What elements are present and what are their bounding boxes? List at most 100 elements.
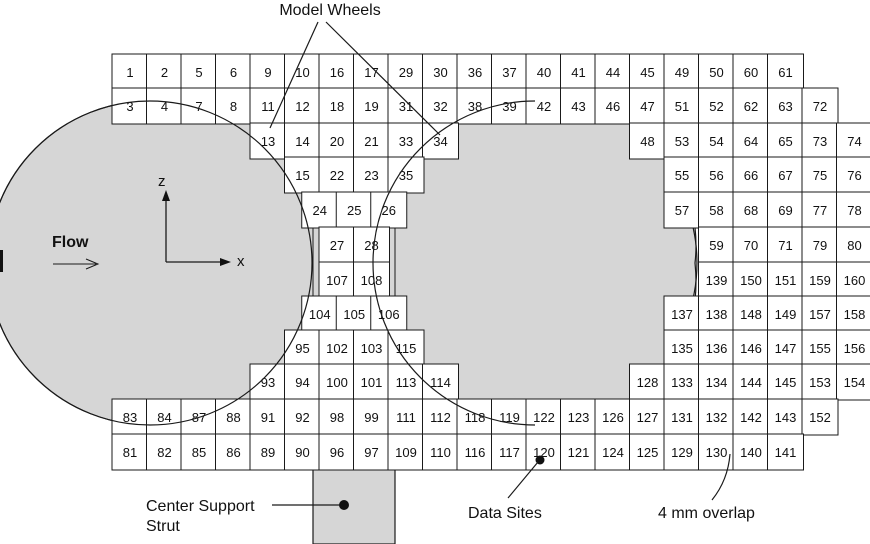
data-site-number: 57 — [675, 203, 689, 218]
data-site-cell-106: 106 — [370, 295, 408, 333]
data-site-cell-110: 110 — [422, 433, 459, 471]
data-site-number: 38 — [468, 99, 482, 114]
data-site-number: 142 — [740, 410, 762, 425]
data-site-box — [801, 156, 839, 194]
data-site-box — [491, 87, 528, 125]
data-site-box — [387, 329, 425, 367]
data-site-number: 138 — [706, 307, 728, 322]
data-site-cell-125: 125 — [629, 433, 666, 471]
left-wheel-left-arc — [0, 100, 151, 426]
data-site-cell-137: 137 — [663, 295, 701, 333]
data-site-cell-65: 65 — [767, 122, 804, 160]
data-site-number: 141 — [775, 445, 797, 460]
data-site-cell-66: 66 — [732, 156, 770, 194]
data-site-number: 71 — [778, 238, 792, 253]
data-site-cell-152: 152 — [801, 398, 839, 436]
data-site-number: 135 — [671, 341, 693, 356]
model-wheels-leader-left — [269, 21, 319, 129]
data-site-number: 117 — [499, 445, 520, 460]
data-site-cell-147: 147 — [767, 329, 804, 367]
data-site-cell-129: 129 — [663, 433, 701, 471]
data-site-cell-141: 141 — [767, 433, 804, 471]
data-site-number: 47 — [640, 99, 654, 114]
data-site-cell-79: 79 — [801, 226, 839, 264]
data-site-box — [284, 87, 321, 125]
data-site-cell-75: 75 — [801, 156, 839, 194]
data-site-cell-63: 63 — [767, 87, 804, 125]
data-site-cell-7: 7 — [180, 87, 218, 125]
data-site-number: 156 — [844, 341, 866, 356]
data-site-box — [663, 295, 701, 333]
data-site-number: 10 — [295, 65, 309, 80]
data-site-number: 54 — [709, 134, 723, 149]
data-site-number: 132 — [706, 410, 728, 425]
data-site-number: 112 — [430, 410, 451, 425]
data-site-number: 69 — [778, 203, 792, 218]
data-site-number: 5 — [195, 65, 202, 80]
data-site-cell-62: 62 — [732, 87, 770, 125]
data-site-cell-155: 155 — [801, 329, 839, 367]
data-site-cell-37: 37 — [491, 53, 528, 91]
data-site-number: 46 — [606, 99, 620, 114]
data-site-number: 119 — [499, 410, 520, 425]
data-site-cell-117: 117 — [491, 433, 528, 471]
data-site-box — [318, 87, 356, 125]
data-site-cell-90: 90 — [284, 433, 321, 471]
data-site-number: 123 — [568, 410, 590, 425]
data-sites-label: Data Sites — [468, 505, 542, 522]
data-site-box — [767, 398, 804, 436]
data-site-number: 44 — [606, 65, 620, 80]
data-site-cell-120: 120 — [525, 433, 563, 471]
data-site-number: 17 — [364, 65, 378, 80]
data-site-box — [767, 295, 804, 333]
data-site-number: 160 — [844, 273, 866, 288]
data-site-number: 4 — [161, 99, 168, 114]
data-site-box — [491, 53, 528, 91]
data-site-cell-156: 156 — [836, 329, 870, 367]
data-site-box — [318, 122, 356, 160]
data-site-cell-153: 153 — [801, 363, 839, 401]
data-site-number: 126 — [602, 410, 624, 425]
data-site-box — [525, 53, 563, 91]
data-site-cell-108: 108 — [353, 261, 390, 299]
data-site-box — [249, 363, 287, 401]
data-site-number: 109 — [395, 445, 417, 460]
data-site-number: 136 — [706, 341, 728, 356]
data-site-number: 1 — [126, 65, 133, 80]
data-site-number: 149 — [775, 307, 797, 322]
data-site-box — [663, 329, 701, 367]
data-site-cell-1: 1 — [111, 53, 149, 91]
data-site-box — [284, 329, 321, 367]
data-site-number: 133 — [671, 375, 693, 390]
data-site-number: 84 — [157, 410, 171, 425]
data-site-cell-77: 77 — [801, 191, 839, 229]
data-site-number: 146 — [740, 341, 762, 356]
data-site-cell-46: 46 — [594, 87, 632, 125]
data-site-number: 14 — [295, 134, 309, 149]
data-site-number: 25 — [347, 203, 361, 218]
data-site-cell-53: 53 — [663, 122, 701, 160]
data-site-cell-92: 92 — [284, 398, 321, 436]
data-site-cell-97: 97 — [353, 433, 390, 471]
flow-label: Flow — [52, 234, 89, 251]
data-site-number: 108 — [361, 273, 383, 288]
data-site-number: 23 — [364, 168, 378, 183]
data-site-cell-17: 17 — [353, 53, 390, 91]
data-site-number: 37 — [502, 65, 516, 80]
data-site-number: 85 — [192, 445, 206, 460]
data-site-cell-146: 146 — [732, 329, 770, 367]
data-site-box — [353, 261, 390, 299]
data-site-number: 78 — [847, 203, 861, 218]
data-site-cell-13: 13 — [249, 122, 287, 160]
data-site-box — [836, 261, 870, 299]
data-site-box — [732, 433, 770, 471]
data-site-number: 42 — [537, 99, 551, 114]
data-site-number: 90 — [295, 445, 309, 460]
data-site-box — [801, 122, 839, 160]
data-site-box — [629, 122, 666, 160]
data-site-cell-48: 48 — [629, 122, 666, 160]
data-site-number: 15 — [295, 168, 309, 183]
data-site-cell-102: 102 — [318, 329, 356, 367]
data-site-number: 154 — [844, 375, 866, 390]
